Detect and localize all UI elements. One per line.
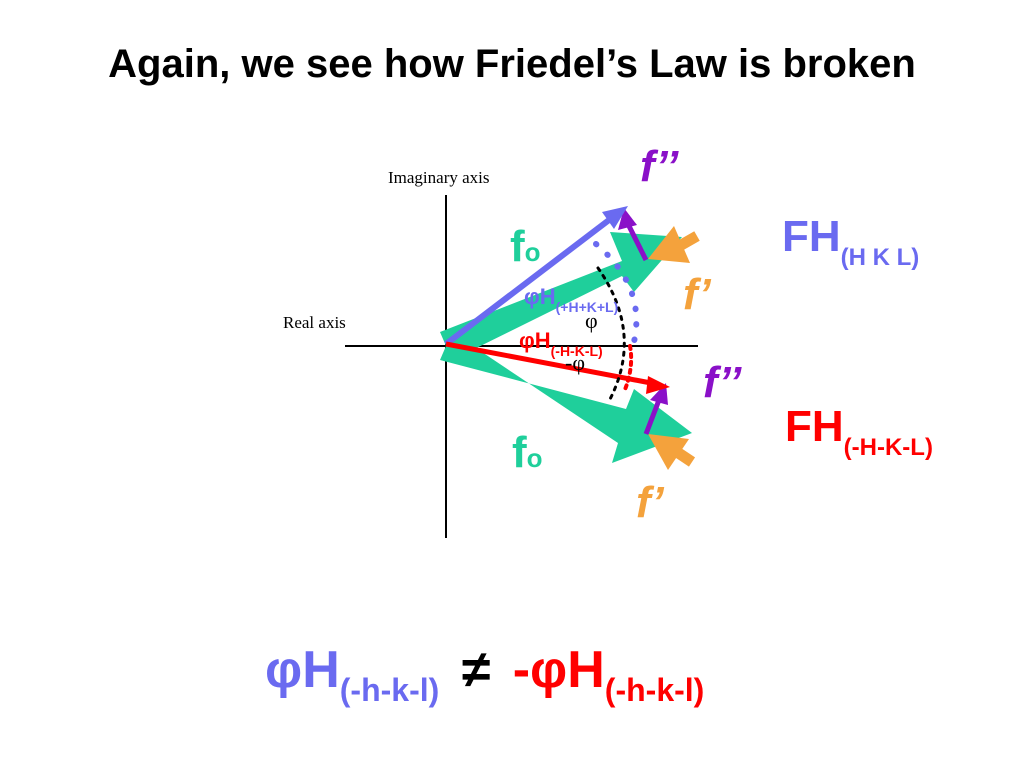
phi-h-minus-sub: (-H-K-L) xyxy=(550,343,603,359)
equation: φH(-h-k-l) ≠ -φH(-h-k-l) xyxy=(265,640,704,708)
f0-upper-arrow xyxy=(440,232,682,360)
f-double-prime-upper-label: f’’ xyxy=(640,142,679,191)
phi-h-minus-label: φH(-H-K-L) xyxy=(519,328,603,359)
f0-lower-sub: o xyxy=(526,443,543,473)
fh-minus-vector-head xyxy=(646,376,670,394)
phi-h-plus-sub: (+H+K+L) xyxy=(555,299,619,315)
fh-minus-label: FH(-H-K-L) xyxy=(785,402,933,461)
f0-upper-label: fo xyxy=(510,222,541,272)
phi-h-plus-label: φH(+H+K+L) xyxy=(524,284,618,315)
f-double-prime-lower-shaft xyxy=(643,399,662,435)
f0-upper-base: f xyxy=(510,222,525,271)
f0-upper-sub: o xyxy=(524,237,541,267)
f-prime-lower-label: f’ xyxy=(636,478,664,527)
real-axis-label: Real axis xyxy=(283,313,346,332)
fh-minus-vector-line xyxy=(445,341,652,386)
f-prime-upper-label: f’ xyxy=(683,270,711,319)
f0-lower-arrow xyxy=(440,332,692,463)
f-double-prime-lower-label: f’’ xyxy=(703,358,742,407)
neg-phi-label: -φ xyxy=(565,350,586,375)
imaginary-axis-label: Imaginary axis xyxy=(388,168,490,187)
fh-minus-main: FH xyxy=(785,402,844,451)
phi-arc-red xyxy=(622,344,634,394)
fh-plus-vector-head xyxy=(602,206,628,229)
f0-lower-base: f xyxy=(512,428,527,477)
f-prime-upper-head xyxy=(648,226,690,263)
equation-rhs-sub: (-h-k-l) xyxy=(604,672,705,708)
f-prime-lower-head xyxy=(648,434,689,470)
equation-lhs-main: φH xyxy=(265,641,340,699)
f0-lower-label: fo xyxy=(512,428,543,478)
phi-h-minus-main: φH xyxy=(519,328,551,353)
phi-arc-black xyxy=(596,266,626,405)
phi-label: φ xyxy=(585,308,598,333)
fh-plus-main: FH xyxy=(782,212,841,261)
slide-title: Again, we see how Friedel’s Law is broke… xyxy=(108,42,916,86)
fh-minus-sub: (-H-K-L) xyxy=(843,434,933,461)
phi-arc-blue xyxy=(593,241,640,349)
fh-plus-label: FH(H K L) xyxy=(782,212,919,271)
fh-plus-vector-line xyxy=(444,217,611,347)
equation-lhs-sub: (-h-k-l) xyxy=(339,672,440,708)
fh-plus-sub: (H K L) xyxy=(840,244,920,271)
equation-operator: ≠ xyxy=(461,641,491,699)
f-double-prime-upper-shaft xyxy=(626,224,649,262)
equation-rhs-main: -φH xyxy=(512,641,605,699)
phi-h-plus-main: φH xyxy=(524,284,556,309)
